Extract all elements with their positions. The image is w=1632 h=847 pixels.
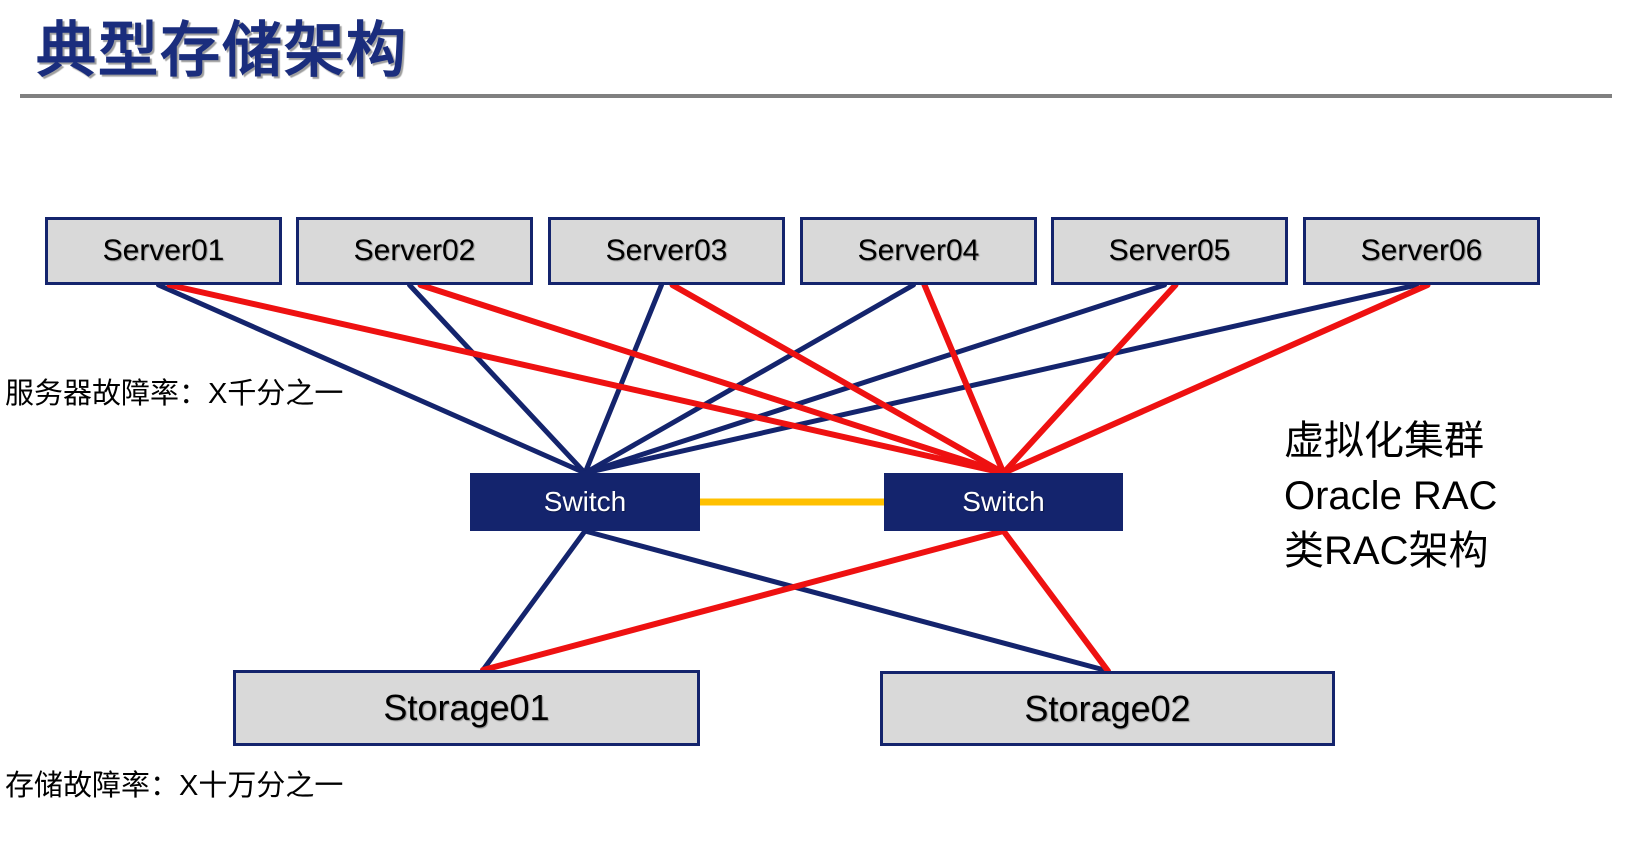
node-label-server06: Server06 [1360,234,1483,267]
edge-switch_right-storage02 [1000,528,1111,674]
edge-switch_left-storage02 [582,528,1111,674]
node-label-server05: Server05 [1108,234,1231,267]
edge-switch_right-storage01 [480,528,1007,673]
edge-switch_left-storage01 [480,528,588,673]
edge-server03-switch_left [582,282,664,476]
annotation-line-oracle-rac: Oracle RAC [1284,474,1498,518]
storage-failure-rate-label: 存储故障率：X十万分之一 [5,770,344,802]
node-switch_right: Switch [884,473,1123,531]
edge-server05-switch_left [582,282,1167,476]
annotation-line-virtualization-cluster: 虚拟化集群 [1284,419,1484,463]
edge-server01-switch_left [156,282,588,476]
edge-server02-switch_right [417,282,1007,476]
edge-server04-switch_right [921,282,1007,476]
page-title: 典型存储架构 [36,17,408,84]
node-switch_left: Switch [470,473,700,531]
edge-server01-switch_right [166,282,1007,476]
node-server04: Server04 [800,217,1037,285]
node-label-server04: Server04 [857,234,980,267]
node-server05: Server05 [1051,217,1288,285]
node-label-server03: Server03 [605,234,728,267]
cluster-annotation: 虚拟化集群 Oracle RAC 类RAC架构 [1284,414,1497,579]
node-storage02: Storage02 [880,671,1335,746]
edge-server03-switch_right [669,282,1007,476]
edge-server04-switch_left [582,282,916,476]
node-server02: Server02 [296,217,533,285]
annotation-line-rac-like-architecture: 类RAC架构 [1284,529,1489,573]
edge-server05-switch_right [1000,282,1179,476]
edge-server06-switch_right [1000,282,1431,476]
node-server03: Server03 [548,217,785,285]
title-divider [20,94,1612,98]
node-label-switch_left: Switch [543,486,627,517]
node-label-switch_right: Switch [962,486,1045,517]
node-server01: Server01 [45,217,282,285]
server-failure-rate-label: 服务器故障率：X千分之一 [5,378,344,410]
edge-server06-switch_left [582,282,1419,476]
node-label-server02: Server02 [353,234,476,267]
edge-server02-switch_left [407,282,588,476]
node-server06: Server06 [1303,217,1540,285]
node-label-storage01: Storage01 [383,687,550,728]
node-storage01: Storage01 [233,670,700,746]
node-label-server01: Server01 [102,234,225,267]
node-label-storage02: Storage02 [1024,687,1191,729]
